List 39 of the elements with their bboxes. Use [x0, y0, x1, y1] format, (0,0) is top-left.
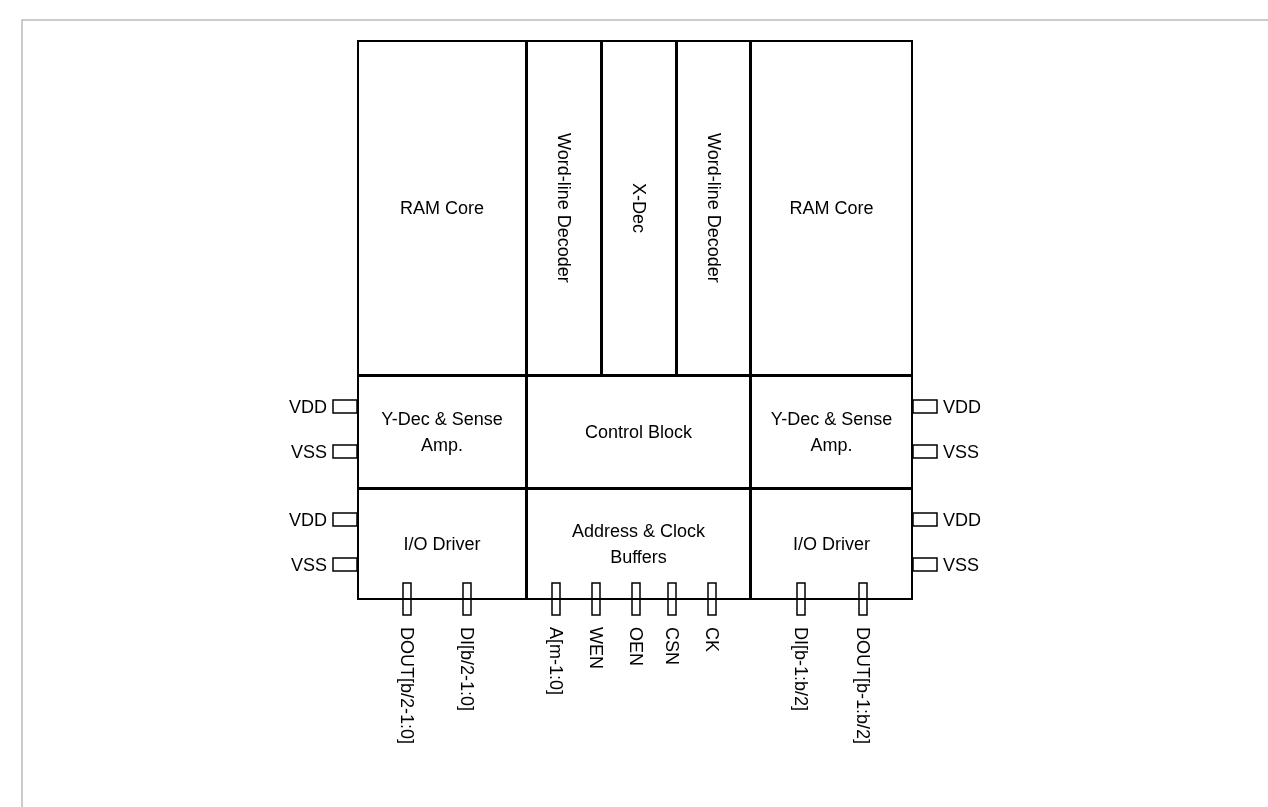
pin-label: DOUT[b/2-1:0] [397, 627, 417, 745]
pin-label: DI[b/2-1:0] [457, 627, 477, 712]
block-box [676, 40, 751, 376]
block-label: I/O Driver [793, 533, 870, 556]
pin-label: VDD [943, 397, 981, 417]
pin-label: DI[b-1:b/2] [791, 627, 811, 712]
pin-label: VDD [289, 510, 327, 530]
block-label: Address & Clock Buffers [570, 520, 707, 569]
pin-label: VDD [943, 510, 981, 530]
block-box [526, 488, 751, 600]
block-box [526, 375, 751, 489]
block-box [357, 40, 527, 376]
block-box [357, 375, 527, 489]
pin-label: CSN [662, 627, 682, 665]
pin-label: VDD [289, 397, 327, 417]
block-label: Y-Dec & Sense Amp. [380, 408, 504, 457]
block-label: Word-line Decoder [702, 133, 725, 283]
block-box [357, 488, 527, 600]
pin-label: OEN [626, 627, 646, 666]
pin-label: CK [702, 627, 722, 652]
block-box [526, 40, 602, 376]
pin-label: VSS [290, 442, 327, 462]
block-label: X-Dec [628, 183, 650, 233]
pin-label: VSS [290, 555, 327, 575]
block-label: Y-Dec & Sense Amp. [769, 408, 894, 457]
block-label: I/O Driver [403, 533, 481, 556]
pin-label: VSS [943, 442, 980, 462]
block-box [601, 40, 677, 376]
block-label: Word-line Decoder [553, 133, 575, 283]
block-box [750, 488, 913, 600]
pin-label: DOUT[b-1:b/2] [853, 627, 873, 745]
pin-label: A[m-1:0] [546, 627, 566, 696]
pin-label: VSS [943, 555, 980, 575]
block-label: Control Block [584, 421, 692, 444]
block-label: RAM Core [400, 197, 484, 220]
block-box [750, 375, 913, 489]
block-box [750, 40, 913, 376]
pin-label: WEN [586, 627, 606, 669]
block-label: RAM Core [789, 197, 874, 220]
